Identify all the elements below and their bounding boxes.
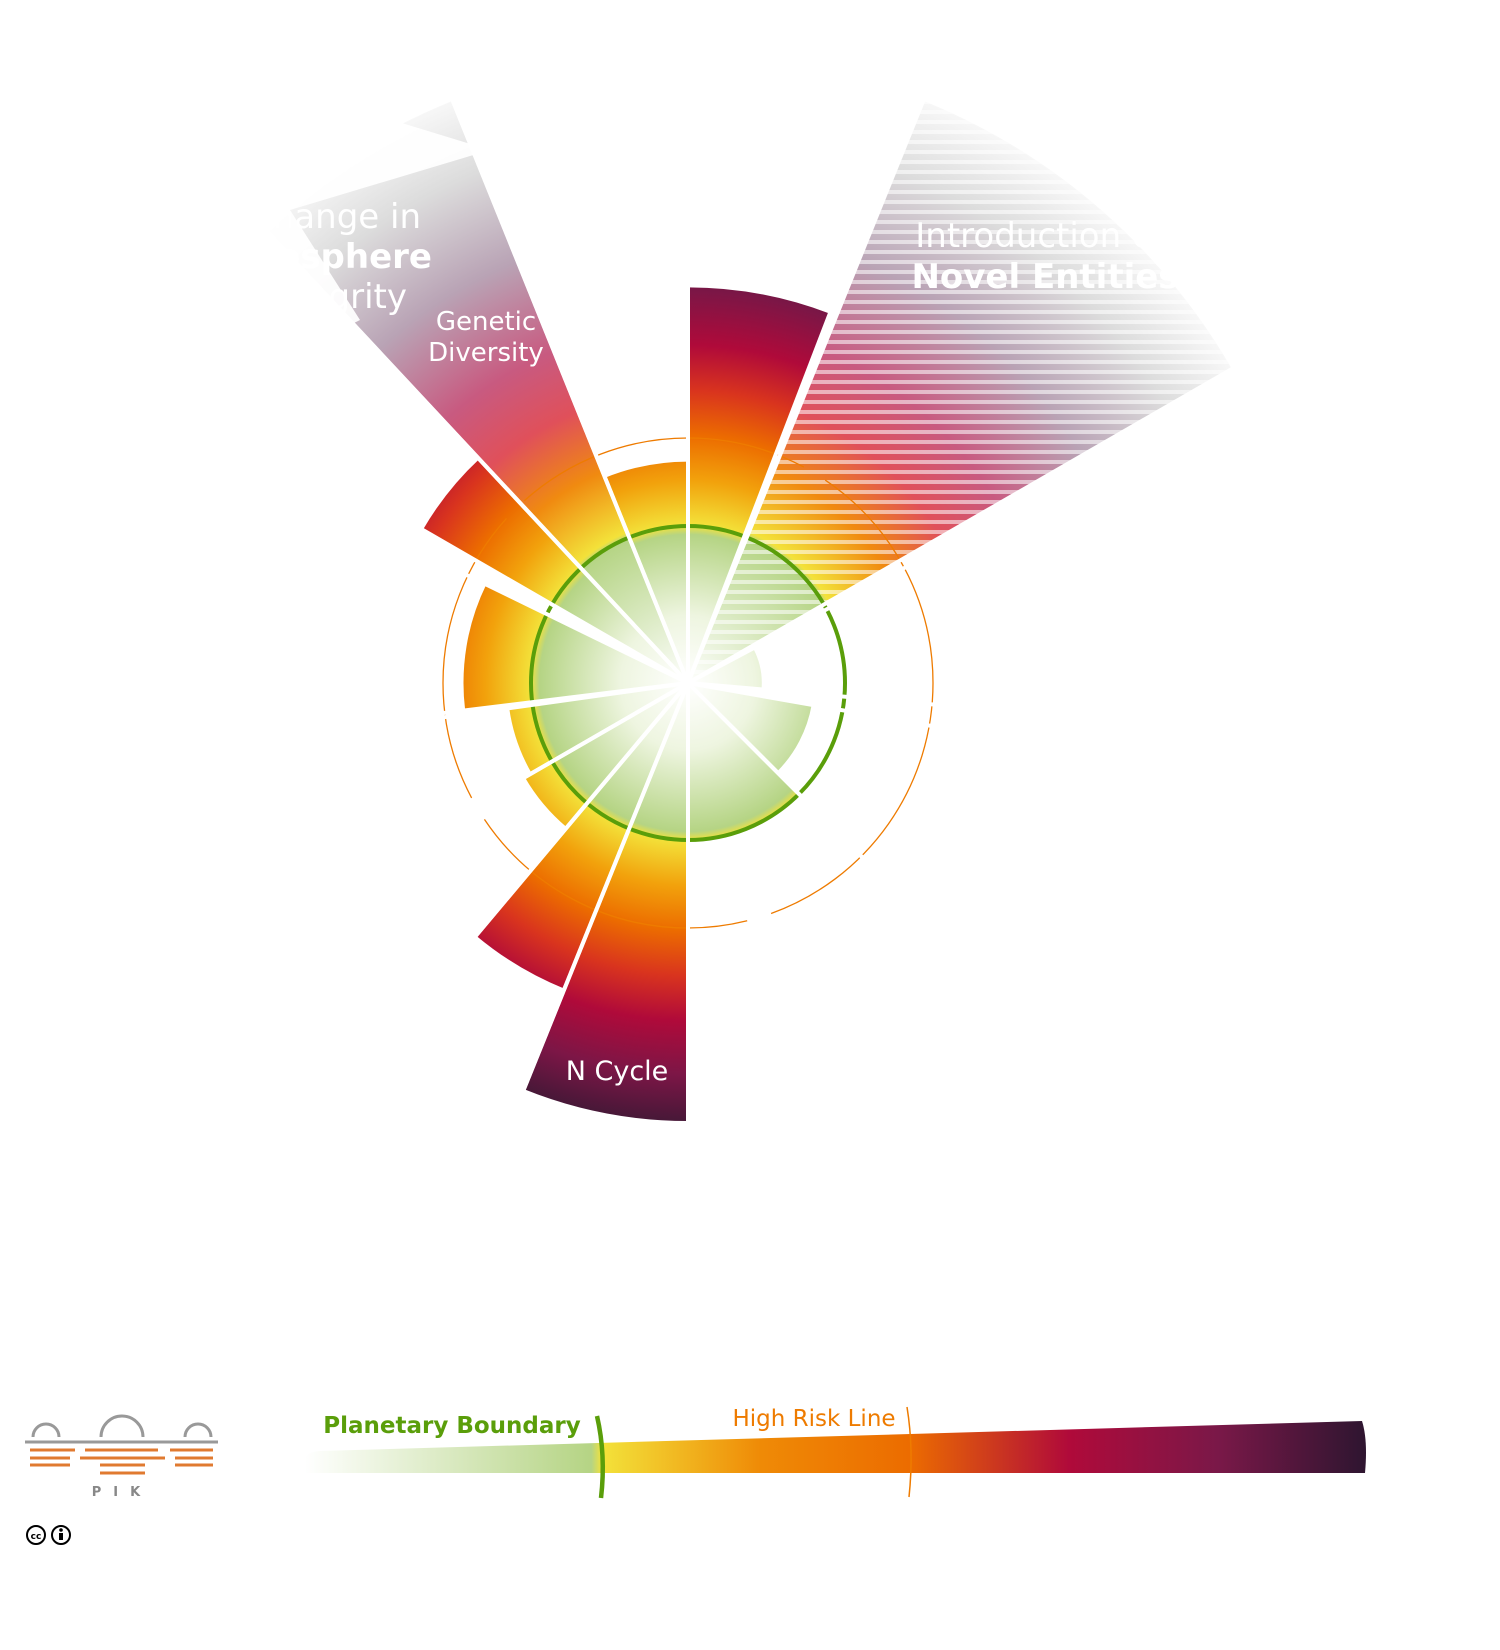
wedge-separator xyxy=(686,681,1185,1180)
legend-boundary-marker xyxy=(594,1415,606,1499)
genetic-label-line1: Genetic xyxy=(436,307,536,337)
cc-icon xyxy=(26,1525,46,1545)
cc-text: cc xyxy=(31,1532,42,1542)
wedge-separator xyxy=(0,681,689,770)
wedge-separator xyxy=(686,331,1296,685)
wedge-climate xyxy=(688,287,830,683)
wedge-separator xyxy=(80,681,690,1035)
pik-logo: PIK xyxy=(25,1414,218,1500)
novel-entities-label-line2: Novel Entities xyxy=(911,257,1178,297)
wedge-separator xyxy=(687,352,1308,685)
wedge-separator xyxy=(687,681,1386,747)
legend-high-risk-marker xyxy=(906,1406,912,1498)
wedge-genetic-diversity xyxy=(259,100,688,684)
boundary-wedges xyxy=(259,100,1232,1122)
novel-entities-stripes xyxy=(688,100,1232,684)
novel-entities-label-line1: Introduction of xyxy=(915,216,1166,256)
wedge-separator xyxy=(686,33,953,684)
wedge-separator xyxy=(236,681,690,1221)
wedge-separators xyxy=(0,0,1385,1383)
wedge-biosphere-functional xyxy=(422,459,688,683)
biosphere-integrity-label: Change in Biosphere Integrity xyxy=(239,197,432,317)
wedge-ocean-acidification xyxy=(688,683,800,840)
wedge-aerosol-loading xyxy=(688,683,812,772)
legend-planetary-boundary-label: Planetary Boundary xyxy=(323,1413,581,1439)
wedge-separator xyxy=(423,33,690,684)
wedge-p-cycle xyxy=(476,683,688,989)
wedge-separator xyxy=(687,681,1378,807)
wedge-separator xyxy=(0,681,689,782)
wedge-freshwater-green xyxy=(524,683,688,828)
pik-logo-text: PIK xyxy=(92,1485,152,1500)
cc-by-license[interactable]: cc xyxy=(26,1525,71,1545)
biosphere-label-line3: Integrity xyxy=(263,277,407,317)
biosphere-label-line1: Change in xyxy=(249,197,421,237)
wedge-ozone-depletion xyxy=(688,648,762,690)
legend: Planetary Boundary High Risk Line xyxy=(305,1406,1366,1499)
biosphere-label-line2: Biosphere xyxy=(239,237,432,277)
legend-gradient-bar xyxy=(305,1421,1366,1473)
wedge-separator xyxy=(57,374,689,685)
n-cycle-label: N Cycle xyxy=(566,1056,669,1087)
wedge-freshwater-blue xyxy=(509,683,688,774)
genetic-label-line2: Diversity xyxy=(428,338,544,368)
fade-overlay xyxy=(0,0,490,500)
wedge-land-system xyxy=(463,584,688,711)
legend-high-risk-label: High Risk Line xyxy=(732,1406,895,1432)
wedge-separator xyxy=(423,682,690,1333)
wedge-n-cycle xyxy=(523,683,688,1122)
wedge-separator xyxy=(686,28,941,684)
